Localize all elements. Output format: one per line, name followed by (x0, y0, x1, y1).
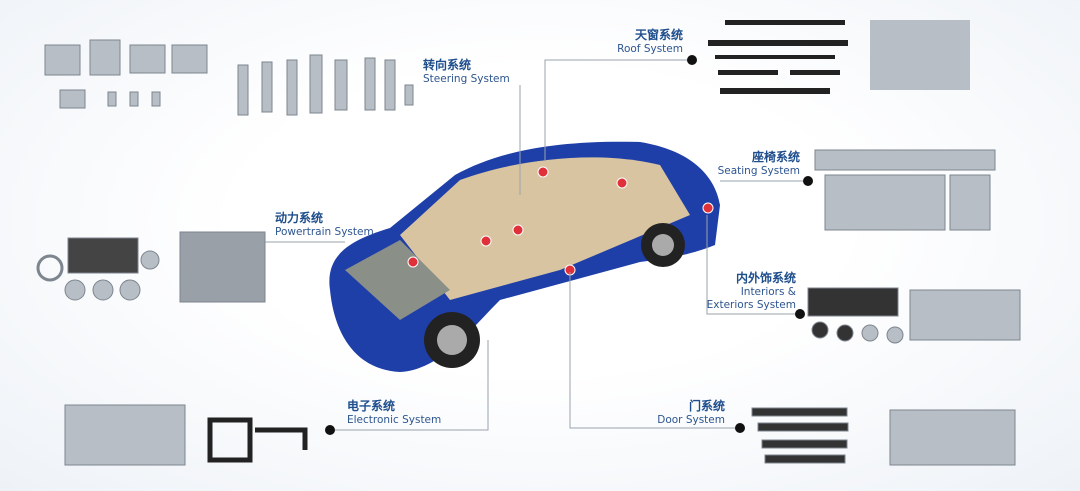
interiors-parts-image (807, 287, 1021, 344)
car-cutaway-image (329, 141, 720, 372)
leader-dots (325, 55, 813, 435)
seating-parts-image (814, 149, 996, 231)
leader-lines (265, 59, 808, 431)
powertrain-parts-image (36, 231, 266, 303)
roof-parts-image (708, 20, 970, 94)
door-parts-image (751, 407, 1016, 466)
steering-parts-left-image (44, 39, 208, 109)
electronic-parts-image (64, 404, 308, 466)
steering-parts-image (237, 54, 414, 116)
parts-images (36, 20, 1021, 466)
